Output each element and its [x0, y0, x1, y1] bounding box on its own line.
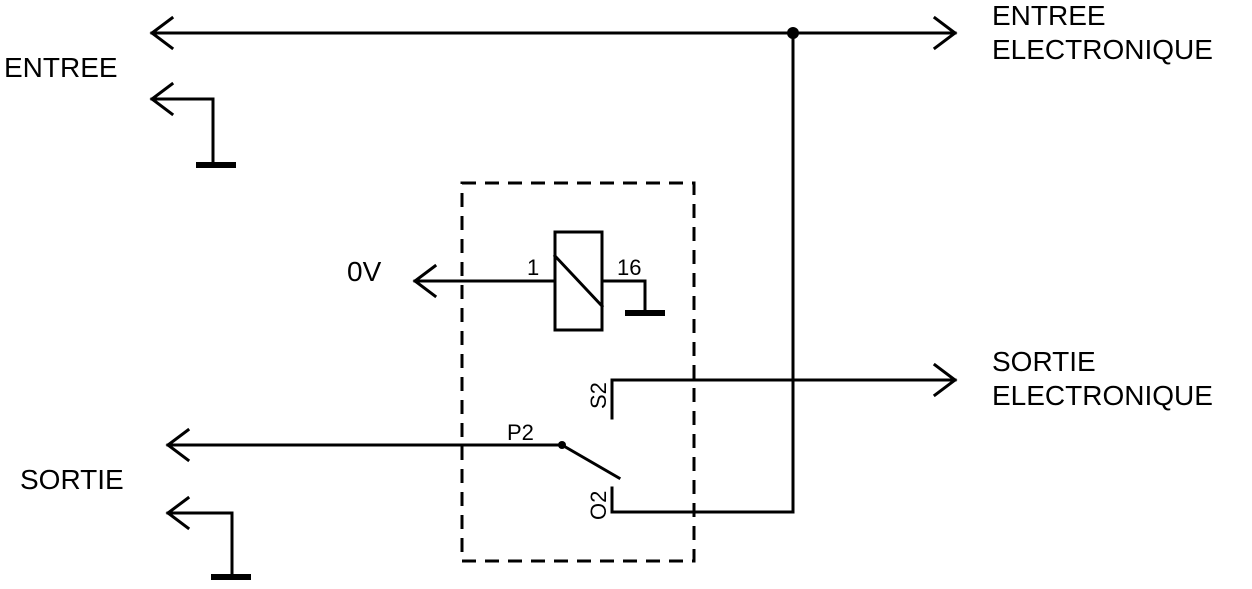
coil-pin-1-label: 1 [527, 255, 539, 280]
coil-pin-16-label: 16 [617, 255, 641, 280]
switch-blade [559, 442, 622, 481]
entree-label: ENTREE [4, 52, 118, 83]
entree-bus-line [149, 15, 958, 51]
sortie-electronique-label-line1: SORTIE [992, 346, 1096, 377]
entree-electronique-label-line2: ELECTRONIQUE [992, 34, 1213, 65]
p2-pin-label: P2 [507, 420, 534, 445]
s2-contact-wire [610, 362, 958, 420]
junction-to-o2-wire [610, 31, 795, 514]
relay-module-boundary [460, 181, 696, 563]
entree-electronique-label-line1: ENTREE [992, 0, 1106, 31]
entree-ground-symbol [149, 81, 236, 168]
sortie-label: SORTIE [20, 464, 124, 495]
relay-coil [552, 230, 605, 332]
zero-volt-label: 0V [347, 256, 382, 287]
o2-pin-label: O2 [586, 491, 611, 520]
zero-volt-wire [412, 263, 557, 299]
coil-ground-symbol [600, 279, 665, 316]
sortie-electronique-label-line2: ELECTRONIQUE [992, 380, 1213, 411]
p2-common-wire [165, 427, 564, 463]
s2-pin-label: S2 [586, 382, 611, 409]
sortie-ground-symbol [165, 495, 251, 580]
